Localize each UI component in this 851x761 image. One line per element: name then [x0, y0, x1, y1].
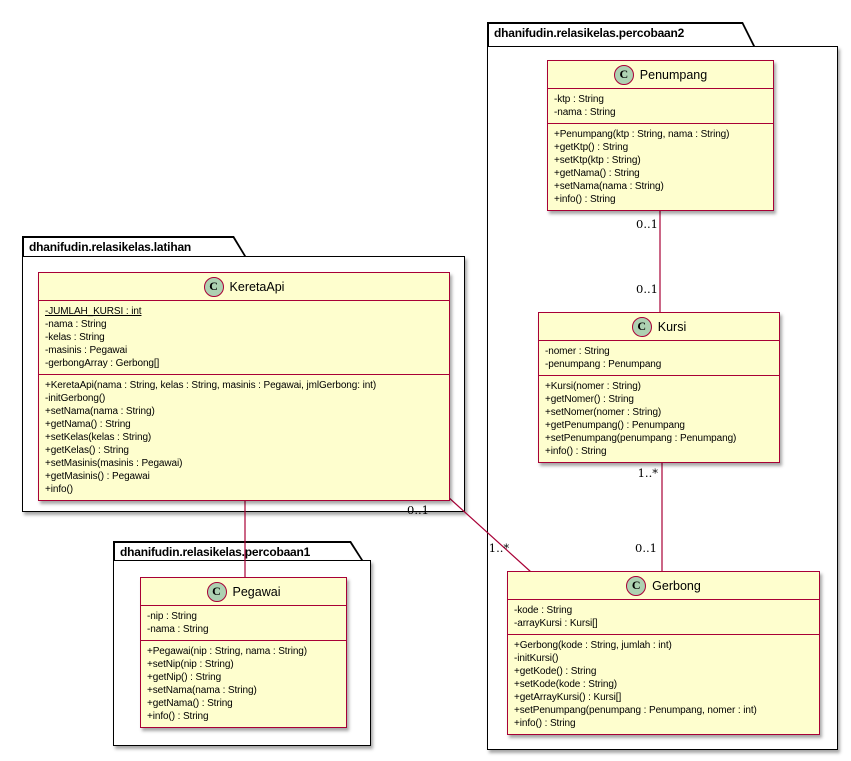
- multiplicity-label: 0..1: [636, 282, 658, 296]
- member-line: +getNama() : String: [554, 168, 640, 179]
- package-title: dhanifudin.relasikelas.percobaan1: [115, 543, 361, 560]
- member-line: -initKursi(): [514, 653, 559, 664]
- class-icon: C: [203, 276, 224, 297]
- class-methods: +Gerbong(kode : String, jumlah : int) -in…: [508, 635, 819, 734]
- member-line: +setNama(nama : String): [147, 685, 257, 696]
- member-line: +setNomer(nomer : String): [545, 407, 662, 418]
- member-line: +setPenumpang(penumpang : Penumpang): [545, 433, 737, 444]
- class-icon: C: [206, 581, 227, 602]
- member-line: -initGerbong(): [45, 393, 106, 404]
- class-title: C KeretaApi: [39, 273, 449, 301]
- member-line: -nip : String: [147, 611, 197, 622]
- member-line: +setKelas(kelas : String): [45, 432, 152, 443]
- package-tab: dhanifudin.relasikelas.percobaan2: [487, 22, 755, 46]
- member-line: +getKode() : String: [514, 666, 597, 677]
- class-pegawai: C Pegawai -nip : String -nama : String +P…: [140, 577, 347, 728]
- class-title: C Penumpang: [548, 61, 773, 89]
- class-attributes: -kode : String -arrayKursi : Kursi[]: [508, 600, 819, 635]
- member-line: +getArrayKursi() : Kursi[]: [514, 692, 622, 703]
- static-attribute: -JUMLAH_KURSI : int: [45, 306, 142, 317]
- member-line: +getNip() : String: [147, 672, 222, 683]
- member-line: +Penumpang(ktp : String, nama : String): [554, 129, 730, 140]
- class-name: Kursi: [657, 319, 687, 334]
- multiplicity-label: 1..*: [488, 541, 510, 555]
- class-icon: C: [631, 316, 652, 337]
- member-line: +setNip(nip : String): [147, 659, 234, 670]
- member-line: +KeretaApi(nama : String, kelas : String…: [45, 380, 377, 391]
- member-line: +setKode(kode : String): [514, 679, 618, 690]
- attribute-list: -nama : String -kelas : String -masinis : …: [45, 318, 443, 370]
- member-line: +setNama(nama : String): [45, 406, 155, 417]
- class-title: C Kursi: [539, 313, 779, 341]
- member-line: +getKelas() : String: [45, 445, 129, 456]
- class-title: C Gerbong: [508, 572, 819, 600]
- member-line: +info() : String: [545, 446, 607, 457]
- member-line: +Pegawai(nip : String, nama : String): [147, 646, 307, 657]
- class-attributes: -nip : String -nama : String: [141, 606, 346, 641]
- member-line: +getKtp() : String: [554, 142, 629, 153]
- member-line: +setPenumpang(penumpang : Penumpang, nom…: [514, 705, 757, 716]
- class-icon: C: [613, 64, 634, 85]
- member-line: -nomer : String: [545, 346, 610, 357]
- member-line: -masinis : Pegawai: [45, 345, 128, 356]
- member-line: +info(): [45, 484, 73, 495]
- member-line: +getNama() : String: [45, 419, 131, 430]
- member-line: -ktp : String: [554, 94, 604, 105]
- class-name: Gerbong: [652, 578, 701, 593]
- member-line: -kode : String: [514, 605, 573, 616]
- member-line: -nama : String: [147, 624, 209, 635]
- class-methods: +Kursi(nomer : String) +getNomer() : Stri…: [539, 376, 779, 462]
- class-methods: +KeretaApi(nama : String, kelas : String…: [39, 375, 449, 500]
- multiplicity-label: 1..*: [637, 466, 658, 480]
- member-line: +info() : String: [147, 711, 209, 722]
- member-line: -nama : String: [45, 319, 107, 330]
- member-line: +getPenumpang() : Penumpang: [545, 420, 685, 431]
- member-line: +getNomer() : String: [545, 394, 634, 405]
- class-kursi: C Kursi -nomer : String -penumpang : Penu…: [538, 312, 780, 463]
- class-name: Penumpang: [639, 67, 708, 82]
- class-icon: C: [626, 575, 647, 596]
- member-line: -nama : String: [554, 107, 616, 118]
- multiplicity-label: 0..1: [635, 541, 657, 555]
- package-title: dhanifudin.relasikelas.latihan: [24, 238, 244, 256]
- class-keretaapi: C KeretaApi -JUMLAH_KURSI : int -nama : …: [38, 272, 450, 501]
- member-line: +setNama(nama : String): [554, 181, 664, 192]
- package-tab: dhanifudin.relasikelas.latihan: [22, 236, 246, 256]
- multiplicity-label: 0..1: [407, 503, 429, 517]
- package-title: dhanifudin.relasikelas.percobaan2: [489, 24, 753, 46]
- member-line: -arrayKursi : Kursi[]: [514, 618, 598, 629]
- member-line: +Kursi(nomer : String): [545, 381, 641, 392]
- member-line: +getMasinis() : Pegawai: [45, 471, 150, 482]
- member-line: +setKtp(ktp : String): [554, 155, 641, 166]
- member-line: +info() : String: [514, 718, 576, 729]
- class-methods: +Penumpang(ktp : String, nama : String) +…: [548, 124, 773, 210]
- class-attributes: -JUMLAH_KURSI : int -nama : String -kelas…: [39, 301, 449, 375]
- class-gerbong: C Gerbong -kode : String -arrayKursi : Ku…: [507, 571, 820, 735]
- member-line: +info() : String: [554, 194, 616, 205]
- member-line: +setMasinis(masinis : Pegawai): [45, 458, 183, 469]
- class-attributes: -ktp : String -nama : String: [548, 89, 773, 124]
- member-line: +Gerbong(kode : String, jumlah : int): [514, 640, 672, 651]
- package-tab: dhanifudin.relasikelas.percobaan1: [113, 541, 363, 560]
- class-name: Pegawai: [232, 584, 281, 599]
- class-name: KeretaApi: [229, 279, 285, 294]
- class-penumpang: C Penumpang -ktp : String-nama : String …: [547, 60, 774, 211]
- member-line: -kelas : String: [45, 332, 105, 343]
- class-title: C Pegawai: [141, 578, 346, 606]
- class-methods: +Pegawai(nip : String, nama : String) +se…: [141, 641, 346, 727]
- member-line: +getNama() : String: [147, 698, 233, 709]
- member-line: -penumpang : Penumpang: [545, 359, 662, 370]
- class-attributes: -nomer : String -penumpang : Penumpang: [539, 341, 779, 376]
- multiplicity-label: 0..1: [636, 217, 658, 231]
- member-line: -gerbongArray : Gerbong[]: [45, 358, 160, 369]
